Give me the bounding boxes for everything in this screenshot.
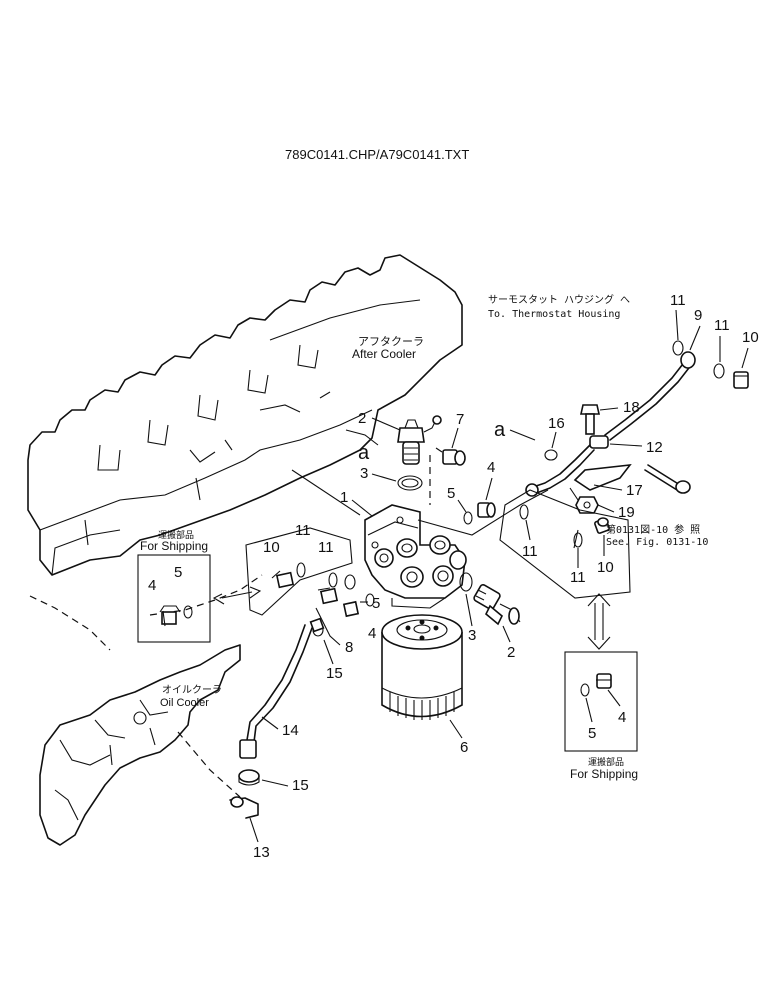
elbow-13 — [177, 731, 259, 819]
file-reference: 789C0141.CHP/A79C0141.TXT — [285, 147, 469, 162]
washer-16 — [544, 449, 558, 461]
see-fig-en: See. Fig. 0131-10 — [606, 537, 708, 548]
callout-5-shipping-left: 5 — [174, 564, 182, 581]
sender-2-right — [459, 572, 521, 626]
gasket-3-top — [397, 475, 423, 491]
callout-10-right-box: 10 — [597, 559, 614, 576]
callout-6: 6 — [460, 739, 468, 756]
callout-1: 1 — [340, 489, 348, 506]
connector-12 — [589, 435, 609, 449]
fitting-15-lower — [238, 769, 260, 786]
callout-11-right: 11 — [714, 317, 730, 334]
shipping-left-en: For Shipping — [140, 539, 208, 553]
callout-19: 19 — [618, 504, 635, 521]
double-arrow-right — [587, 593, 611, 650]
plug-4-mid — [463, 502, 496, 525]
callout-18: 18 — [623, 399, 640, 416]
callout-15-lower: 15 — [292, 777, 309, 794]
after-cooler-outline — [27, 254, 463, 576]
callout-9: 9 — [694, 307, 702, 324]
tube-to-thermostat — [589, 351, 696, 446]
callout-7: 7 — [456, 411, 464, 428]
oil-cooler-label-en: Oil Cooler — [160, 697, 209, 709]
shipping-right-jp: 運搬部品 — [588, 756, 624, 767]
shipping-box-left — [137, 554, 211, 643]
callout-15-upper: 15 — [326, 665, 343, 682]
callout-2-top: 2 — [358, 410, 366, 427]
after-cooler-label-jp: アフタクーラ — [358, 335, 424, 348]
double-arrow-left — [212, 586, 262, 605]
callout-16: 16 — [548, 415, 565, 432]
left-fitting-box — [245, 527, 375, 618]
callout-4-shipping-right: 4 — [618, 709, 626, 726]
callout-11-right-box-b: 11 — [570, 569, 586, 586]
oil-cooler-label-jp: オイルクーラ — [162, 684, 222, 696]
tube-elbow-to-head — [525, 444, 595, 497]
shipping-left-jp: 運搬部品 — [158, 529, 194, 540]
callout-8: 8 — [345, 639, 353, 656]
right-fitting-box — [499, 489, 631, 599]
callout-17: 17 — [626, 482, 643, 499]
callout-14: 14 — [282, 722, 299, 739]
callout-4-left: 4 — [368, 625, 376, 642]
callout-10-top: 10 — [742, 329, 759, 346]
washer-11-top — [672, 340, 684, 356]
callout-11-right-box-a: 11 — [522, 543, 538, 560]
see-fig-jp: 第0131図-10 参 照 — [606, 523, 700, 536]
filter-head-1 — [364, 504, 467, 609]
callout-11-left-a: 11 — [295, 522, 311, 539]
shipping-right-en: For Shipping — [570, 767, 638, 781]
after-cooler-label-en: After Cooler — [352, 347, 416, 361]
callout-5-shipping-right: 5 — [588, 725, 596, 742]
callout-11-top: 11 — [670, 292, 686, 309]
washer-11-right — [713, 363, 725, 379]
ref-a-top: a — [358, 442, 370, 464]
callout-4-shipping-left: 4 — [148, 577, 156, 594]
oil-tube-14 — [239, 617, 325, 759]
callout-5-left: 5 — [372, 595, 380, 612]
thermostat-label-jp: サーモスタット ハウジング へ — [488, 293, 630, 306]
bolt-18 — [580, 404, 600, 435]
callout-11-left-b: 11 — [318, 539, 334, 556]
callout-2-right: 2 — [507, 644, 515, 661]
callout-3-top: 3 — [360, 465, 368, 482]
callout-13: 13 — [253, 844, 270, 861]
callout-3-right: 3 — [468, 627, 476, 644]
sender-2-top — [397, 415, 442, 465]
callout-12: 12 — [646, 439, 663, 456]
callout-10-left: 10 — [263, 539, 280, 556]
callout-5-mid: 5 — [447, 485, 455, 502]
bolt-10-top — [733, 371, 749, 389]
nut-19 — [575, 496, 599, 514]
thermostat-label-en: To. Thermostat Housing — [488, 309, 620, 320]
plug-7 — [435, 447, 466, 466]
filter-cartridge-6 — [381, 614, 463, 720]
shipping-box-right — [564, 651, 638, 752]
oil-cooler-outline — [29, 574, 263, 846]
ref-a-mid: a — [494, 419, 506, 441]
long-bolt — [644, 464, 691, 494]
callout-4-mid: 4 — [487, 459, 495, 476]
